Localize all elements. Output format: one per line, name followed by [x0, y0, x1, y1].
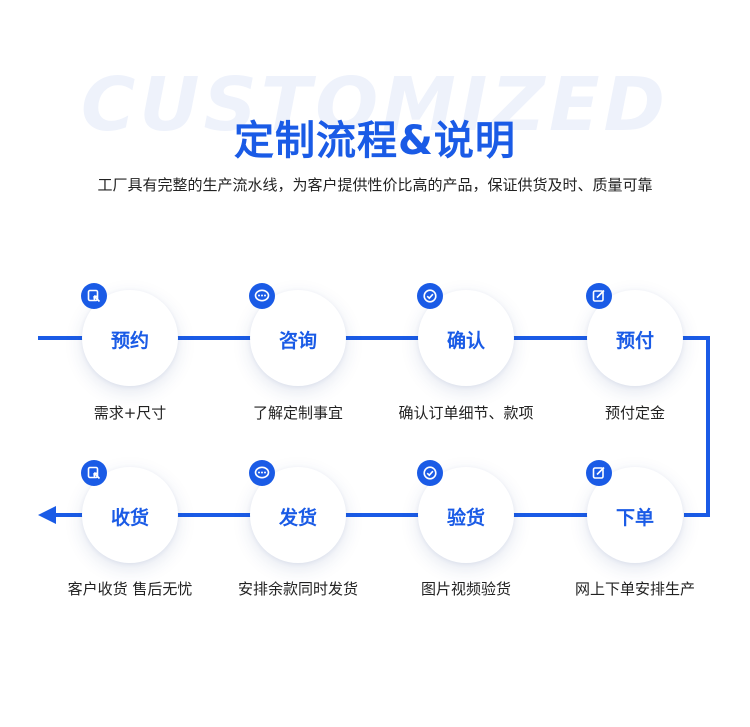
edit-cursor-icon — [81, 283, 107, 309]
edit-note-icon — [586, 460, 612, 486]
edit-cursor-icon — [81, 460, 107, 486]
step-label: 预约 — [110, 330, 149, 352]
check-circle-icon — [417, 283, 443, 309]
page-subtitle: 工厂具有完整的生产流水线，为客户提供性价比高的产品，保证供货及时、质量可靠 — [97, 176, 653, 194]
step-label: 下单 — [615, 507, 654, 529]
customized-watermark: CUSTOMIZED — [81, 62, 669, 148]
step-node-consult: 咨询 — [249, 283, 346, 386]
top-flow-line — [38, 336, 710, 517]
step-node-receive: 收货 — [81, 460, 178, 563]
chat-bubble-icon — [249, 283, 275, 309]
page-title: 定制流程&说明 — [234, 118, 516, 164]
step-node-ship: 发货 — [249, 460, 346, 563]
step-caption: 预付定金 — [604, 404, 665, 422]
step-node-confirm: 确认 — [417, 283, 514, 386]
step-caption: 图片视频验货 — [420, 580, 511, 598]
step-label: 预付 — [615, 330, 654, 352]
flow-arrow-head — [38, 506, 56, 524]
step-caption: 了解定制事宜 — [252, 404, 343, 422]
check-circle-icon — [417, 460, 443, 486]
step-label: 收货 — [110, 507, 149, 529]
step-caption: 需求+尺寸 — [93, 404, 167, 422]
step-caption: 确认订单细节、款项 — [398, 404, 534, 422]
step-caption: 客户收货 售后无忧 — [67, 580, 193, 598]
step-caption: 安排余款同时发货 — [237, 580, 358, 598]
step-label: 确认 — [446, 330, 485, 352]
edit-note-icon — [586, 283, 612, 309]
step-label: 咨询 — [278, 330, 317, 352]
step-label: 验货 — [446, 507, 485, 529]
step-node-prepay: 预付 — [586, 283, 683, 386]
step-label: 发货 — [278, 507, 317, 529]
step-node-reserve: 预约 — [81, 283, 178, 386]
chat-bubble-icon — [249, 460, 275, 486]
step-caption: 网上下单安排生产 — [574, 580, 695, 598]
step-node-order: 下单 — [586, 460, 683, 563]
step-node-inspect: 验货 — [417, 460, 514, 563]
